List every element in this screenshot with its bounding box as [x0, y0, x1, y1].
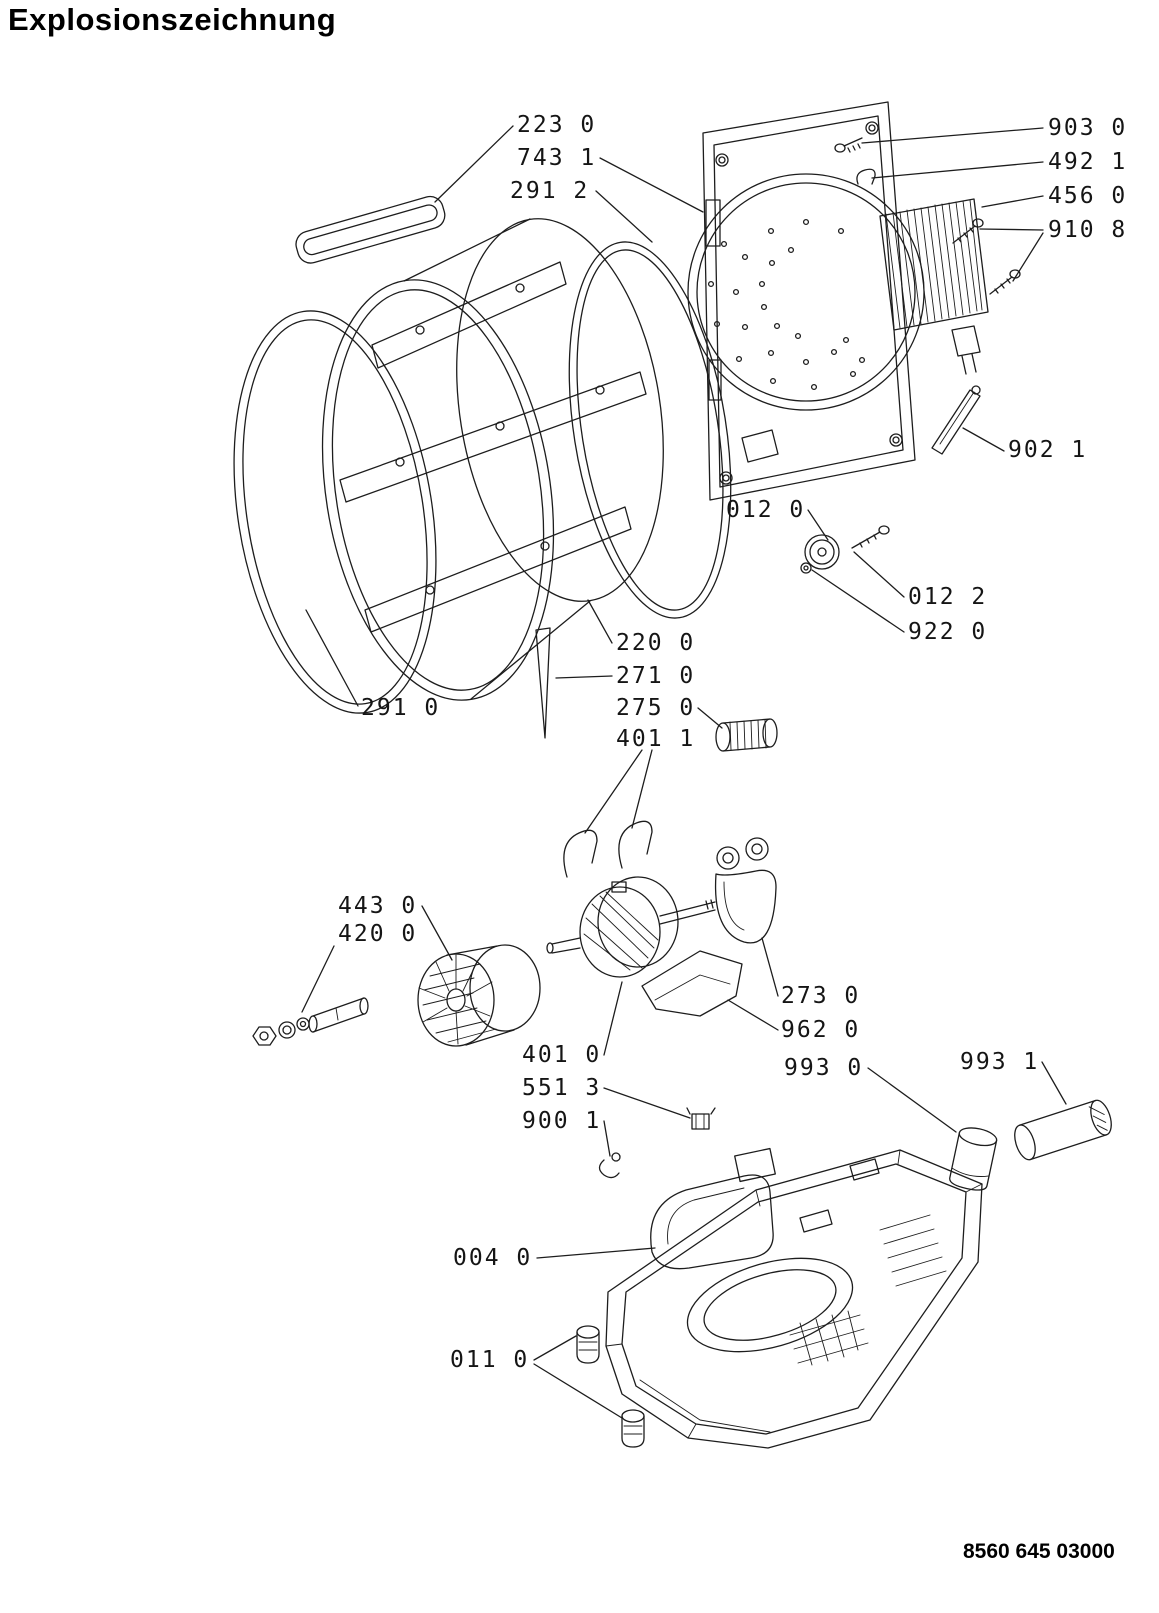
- felt-seal: [715, 718, 778, 752]
- air-duct: [650, 1147, 776, 1270]
- shaft-kit: [252, 997, 369, 1046]
- blower-wheel: [417, 944, 541, 1047]
- foot-screw-2: [621, 1409, 645, 1448]
- clamp: [686, 1107, 716, 1130]
- part-label-004-0: 004 0: [453, 1245, 533, 1271]
- part-label-903-0: 903 0: [1048, 115, 1128, 141]
- part-label-401-1: 401 1: [616, 726, 696, 752]
- part-label-220-0: 220 0: [616, 630, 696, 656]
- screw-903-icon: [834, 137, 863, 153]
- part-label-902-1: 902 1: [1008, 437, 1088, 463]
- part-label-743-1: 743 1: [517, 145, 597, 171]
- cable-clip: [598, 1152, 621, 1179]
- capacitor: [949, 1127, 998, 1191]
- part-label-011-0: 011 0: [450, 1347, 530, 1373]
- part-label-900-1: 900 1: [522, 1108, 602, 1134]
- part-label-420-0: 420 0: [338, 921, 418, 947]
- springs: [563, 820, 653, 878]
- base-assembly: [605, 1149, 983, 1449]
- motor: [546, 876, 716, 978]
- part-label-275-0: 275 0: [616, 695, 696, 721]
- part-label-993-1: 993 1: [960, 1049, 1040, 1075]
- foot-screw-1: [576, 1325, 600, 1364]
- part-label-291-2: 291 2: [510, 178, 590, 204]
- drum: [321, 218, 664, 739]
- part-label-223-0: 223 0: [517, 112, 597, 138]
- motor-bracket: [714, 837, 777, 944]
- page-title: Explosionszeichnung: [8, 2, 337, 37]
- filter-cartridge: [1014, 1099, 1112, 1161]
- clip-492-icon: [856, 168, 876, 185]
- part-label-401-0: 401 0: [522, 1042, 602, 1068]
- heating-element: [879, 198, 989, 375]
- pulley-assembly: [800, 525, 890, 574]
- part-label-291-0: 291 0: [361, 695, 441, 721]
- part-label-551-3: 551 3: [522, 1075, 602, 1101]
- leader-lines: [301, 125, 1067, 1419]
- rear-panel: [687, 101, 925, 501]
- rear-ring: [568, 241, 732, 619]
- thermal-fuse: [931, 385, 981, 455]
- part-label-273-0: 273 0: [781, 983, 861, 1009]
- part-label-456-0: 456 0: [1048, 183, 1128, 209]
- drum-baffle-part: [295, 195, 446, 264]
- part-label-993-0: 993 0: [784, 1055, 864, 1081]
- part-label-922-0: 922 0: [908, 619, 988, 645]
- part-label-443-0: 443 0: [338, 893, 418, 919]
- drawing-number: 8560 645 03000: [963, 1540, 1115, 1563]
- part-label-012-0: 012 0: [726, 497, 806, 523]
- part-label-012-2: 012 2: [908, 584, 988, 610]
- part-label-492-1: 492 1: [1048, 149, 1128, 175]
- part-label-962-0: 962 0: [781, 1017, 861, 1043]
- screw-910-icons: [952, 218, 1021, 295]
- part-label-910-8: 910 8: [1048, 217, 1128, 243]
- motor-cover: [641, 950, 743, 1017]
- front-ring: [233, 310, 437, 714]
- part-label-271-0: 271 0: [616, 663, 696, 689]
